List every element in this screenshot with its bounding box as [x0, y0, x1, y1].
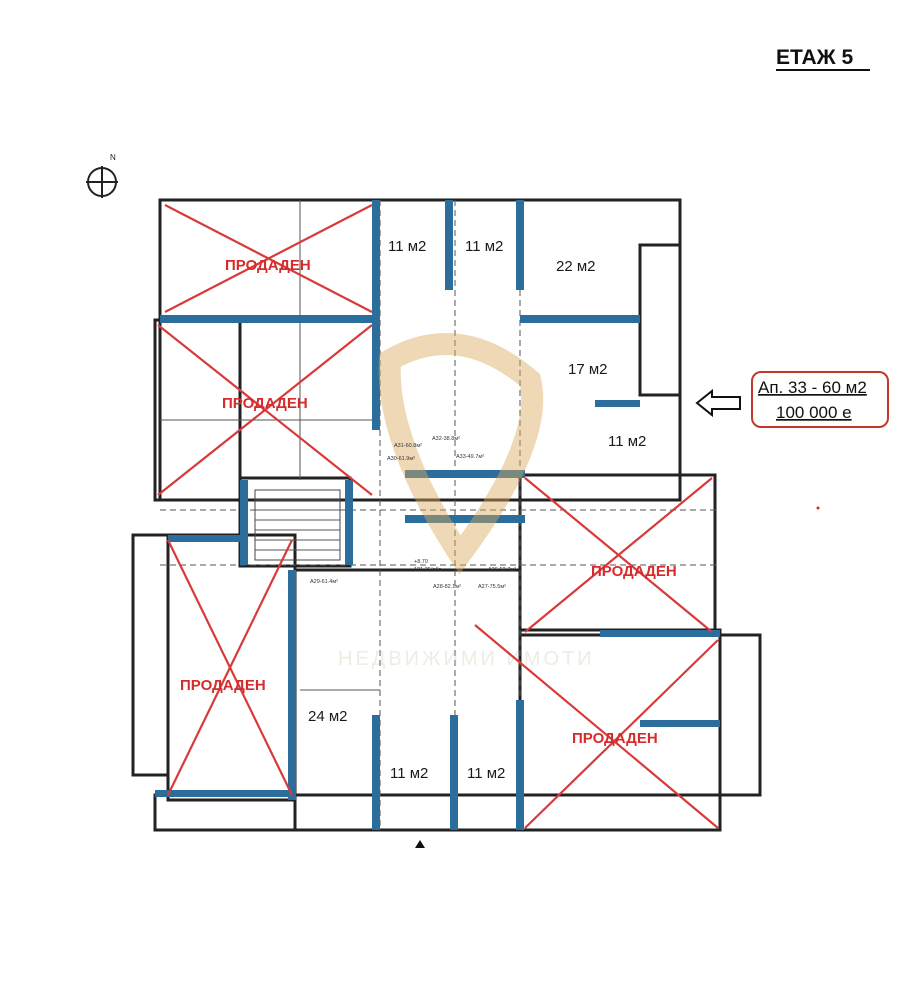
apartment-code: A32-38.8м²	[432, 436, 460, 442]
sold-label: ПРОДАДЕН	[222, 395, 308, 412]
watermark-text: НЕДВИЖИМИ ИМОТИ	[338, 648, 595, 670]
apartment-code: A30-61.9м²	[387, 456, 415, 462]
apartment-code: A26-52.7м²	[488, 567, 516, 573]
apartment-code: A29-61.4м²	[310, 579, 338, 585]
north-compass-icon: N	[86, 153, 118, 198]
room-area: 11 м2	[388, 238, 426, 255]
room-area: 17 м2	[568, 361, 608, 378]
room-area: 11 м2	[608, 433, 646, 450]
structural-walls	[155, 200, 720, 830]
dot-marker	[816, 506, 820, 510]
sold-label: ПРОДАДЕН	[591, 563, 677, 580]
level-relative: +8.70	[414, 559, 428, 565]
level-absolute: 121.25/абс.	[414, 567, 443, 573]
room-area: 11 м2	[467, 765, 505, 782]
apartment-code: A31-60.8м²	[394, 443, 422, 449]
apartment-code: A27-75.5м²	[478, 584, 506, 590]
room-area: 22 м2	[556, 258, 596, 275]
staircase	[254, 489, 341, 561]
watermark-logo: НЕДВИЖИМИ ИМОТИ	[338, 333, 595, 670]
entrance-arrow-icon	[415, 840, 425, 848]
sold-label: ПРОДАДЕН	[225, 257, 311, 274]
apartment-code: A33-49.7м²	[456, 454, 484, 460]
room-area: 11 м2	[390, 765, 428, 782]
offer-apartment: Ап. 33 - 60 м2	[758, 378, 867, 397]
sold-marks	[157, 204, 719, 829]
floor-title: ЕТАЖ 5	[776, 46, 853, 69]
offer-box	[751, 371, 889, 428]
sold-label: ПРОДАДЕН	[572, 730, 658, 747]
pointer-arrow-icon	[695, 388, 741, 418]
apartment-code: A28-82.1м²	[433, 584, 461, 590]
room-area: 11 м2	[465, 238, 503, 255]
room-area: 24 м2	[308, 708, 348, 725]
compass-label: N	[110, 153, 116, 162]
offer-price: 100 000 е	[776, 403, 852, 422]
sold-label: ПРОДАДЕН	[180, 677, 266, 694]
